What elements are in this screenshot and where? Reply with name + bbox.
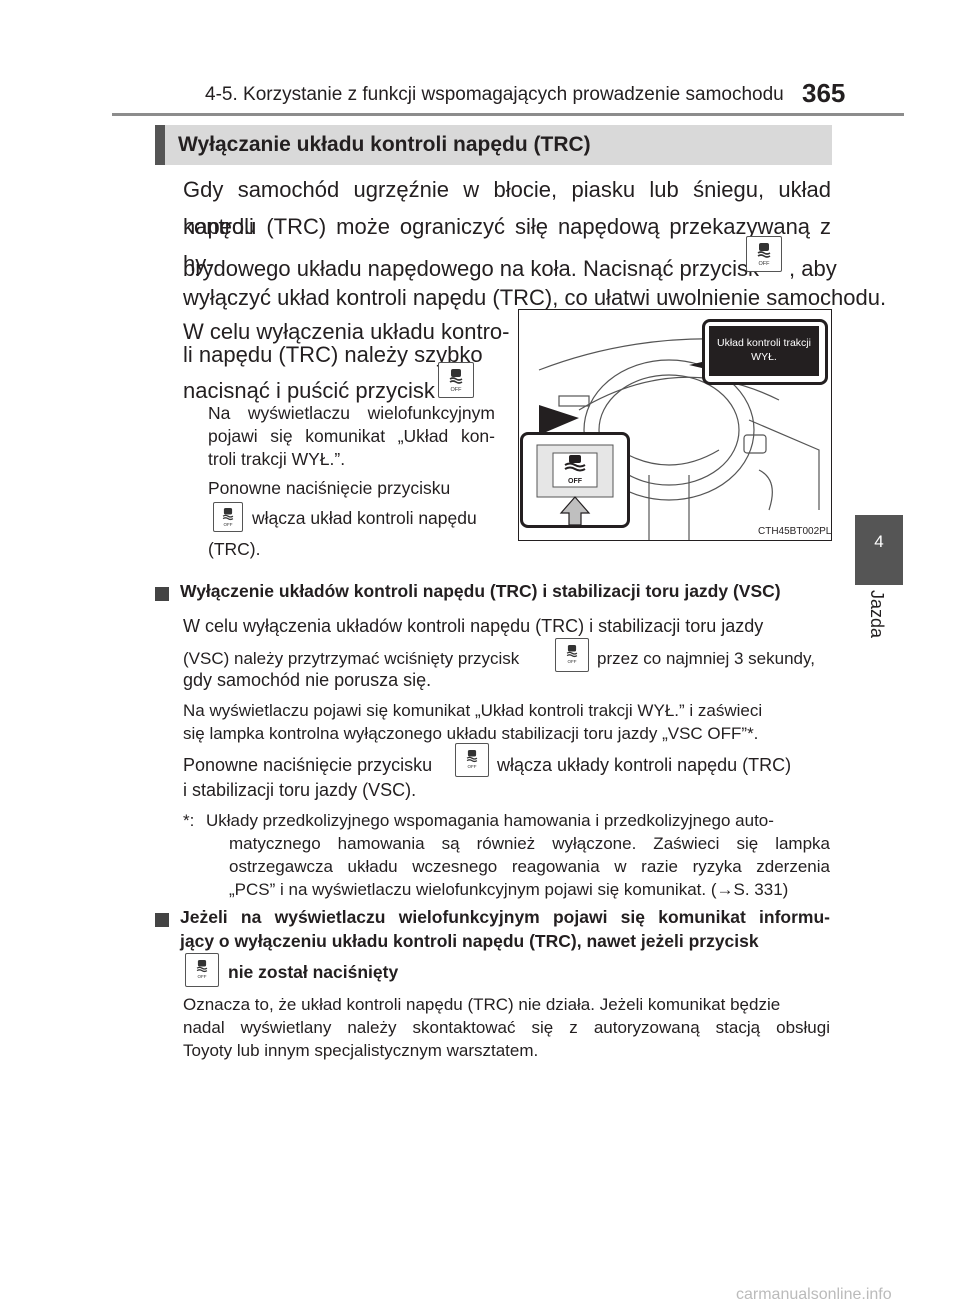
step-line-2: li napędu (TRC) należy szybko (183, 342, 483, 367)
intro-line-2: napędu (TRC) może ograniczyć siłę napędo… (183, 214, 831, 276)
note-line-2: pojawi się komunikat „Układ kon- (208, 426, 495, 446)
zoomed-button: OFF (536, 444, 614, 526)
block2-heading-line-1: Jeżeli na wyświetlaczu wielofunkcyjnym p… (180, 907, 830, 927)
note-line-3: troli trakcji WYŁ.”. (208, 449, 346, 469)
step-line-3: nacisnąć i puścić przycisk (183, 378, 435, 403)
block2-heading-line-3: nie został naciśnięty (228, 962, 399, 982)
intro-line-1: Gdy samochód ugrzęźnie w błocie, piasku … (183, 177, 831, 239)
chapter-tab-label: Jazda (867, 590, 887, 639)
intro-line-3b: , aby (789, 256, 837, 281)
svg-text:OFF: OFF (568, 659, 577, 664)
reenable-line-1: Ponowne naciśnięcie przycisku (208, 478, 451, 498)
section-title-accent (155, 125, 165, 165)
footnote-line-4: „PCS” i na wyświetlaczu wielofunkcyjnym … (229, 880, 789, 899)
block2-heading-line-2: jący o wyłączeniu układu kontroli napędu… (180, 931, 759, 951)
chapter-header: 4-5. Korzystanie z funkcji wspomagającyc… (205, 84, 784, 105)
note-line-1: Na wyświetlaczu wielofunkcyjnym (208, 403, 495, 423)
step-line-1: W celu wyłączenia układu kontro- (183, 319, 510, 344)
message-line-1: Układ kontroli trakcji (717, 337, 811, 349)
intro-line-4: wyłączyć układ kontroli napędu (TRC), co… (183, 285, 887, 310)
block1-line-6a: Ponowne naciśnięcie przycisku (183, 755, 433, 775)
svg-text:OFF: OFF (198, 974, 207, 979)
illustration-code: CTH45BT002PL (758, 526, 832, 537)
zoomed-button-label: OFF (568, 478, 583, 485)
block1-line-5: się lampka kontrolna wyłączonego układu … (183, 724, 759, 743)
footnote-line-3: ostrzegawcza układu wczesnego reagowania… (229, 857, 830, 876)
chapter-tab (855, 515, 903, 585)
trc-off-button-icon: OFF (455, 743, 489, 777)
page-number: 365 (802, 78, 846, 108)
block2-line-2: nadal wyświetlany należy skontaktować si… (183, 1018, 830, 1037)
chapter-tab-number: 4 (874, 532, 884, 551)
block1-line-6b: włącza układy kontroli napędu (TRC) (497, 755, 792, 775)
trc-off-button-icon: OFF (746, 236, 782, 272)
message-line-2: WYŁ. (751, 351, 777, 363)
block1-line-3: gdy samochód nie porusza się. (183, 670, 432, 690)
square-bullet-icon (155, 913, 169, 927)
message-display: Układ kontroli trakcji WYŁ. (709, 326, 819, 376)
footnote-mark: *: (183, 811, 195, 830)
block1-line-7: i stabilizacji toru jazdy (VSC). (183, 780, 417, 800)
square-bullet-icon (155, 587, 169, 601)
block1-heading: Wyłączenie układów kontroli napędu (TRC)… (180, 581, 781, 601)
header-divider (112, 113, 904, 116)
section-title: Wyłączanie układu kontroli napędu (TRC) (178, 133, 591, 156)
watermark: carmanualsonline.info (736, 1286, 892, 1303)
svg-text:OFF: OFF (759, 261, 771, 267)
svg-text:OFF: OFF (224, 522, 233, 527)
reenable-line-3: (TRC). (208, 539, 261, 559)
trc-off-button-icon: OFF (555, 638, 589, 672)
block1-line-2a: (VSC) należy przytrzymać wciśnięty przyc… (183, 649, 520, 668)
section-title-box (155, 125, 832, 165)
block1-line-1: W celu wyłączenia układów kontroli napęd… (183, 616, 764, 636)
intro-line-3a: brydowego układu napędowego na koła. Nac… (183, 256, 760, 281)
svg-text:OFF: OFF (468, 764, 477, 769)
svg-text:OFF: OFF (451, 387, 463, 393)
block2-line-1: Oznacza to, że układ kontroli napędu (TR… (183, 995, 781, 1014)
trc-off-button-icon: OFF (213, 502, 243, 532)
trc-off-button-icon: OFF (438, 362, 474, 398)
block1-line-4: Na wyświetlaczu pojawi się komunikat „Uk… (183, 701, 763, 720)
reenable-line-2: włącza układ kontroli napędu (252, 508, 477, 528)
footnote-line-1: Układy przedkolizyjnego wspomagania hamo… (206, 811, 774, 830)
block2-line-3: Toyoty lub innym specjalistycznym warszt… (183, 1041, 539, 1060)
block1-line-2b: przez co najmniej 3 sekundy, (597, 649, 815, 668)
footnote-line-2: matycznego hamowania są również wyłączon… (229, 834, 830, 853)
trc-off-button-icon: OFF (185, 953, 219, 987)
button-zoom-inset: OFF (520, 432, 630, 528)
